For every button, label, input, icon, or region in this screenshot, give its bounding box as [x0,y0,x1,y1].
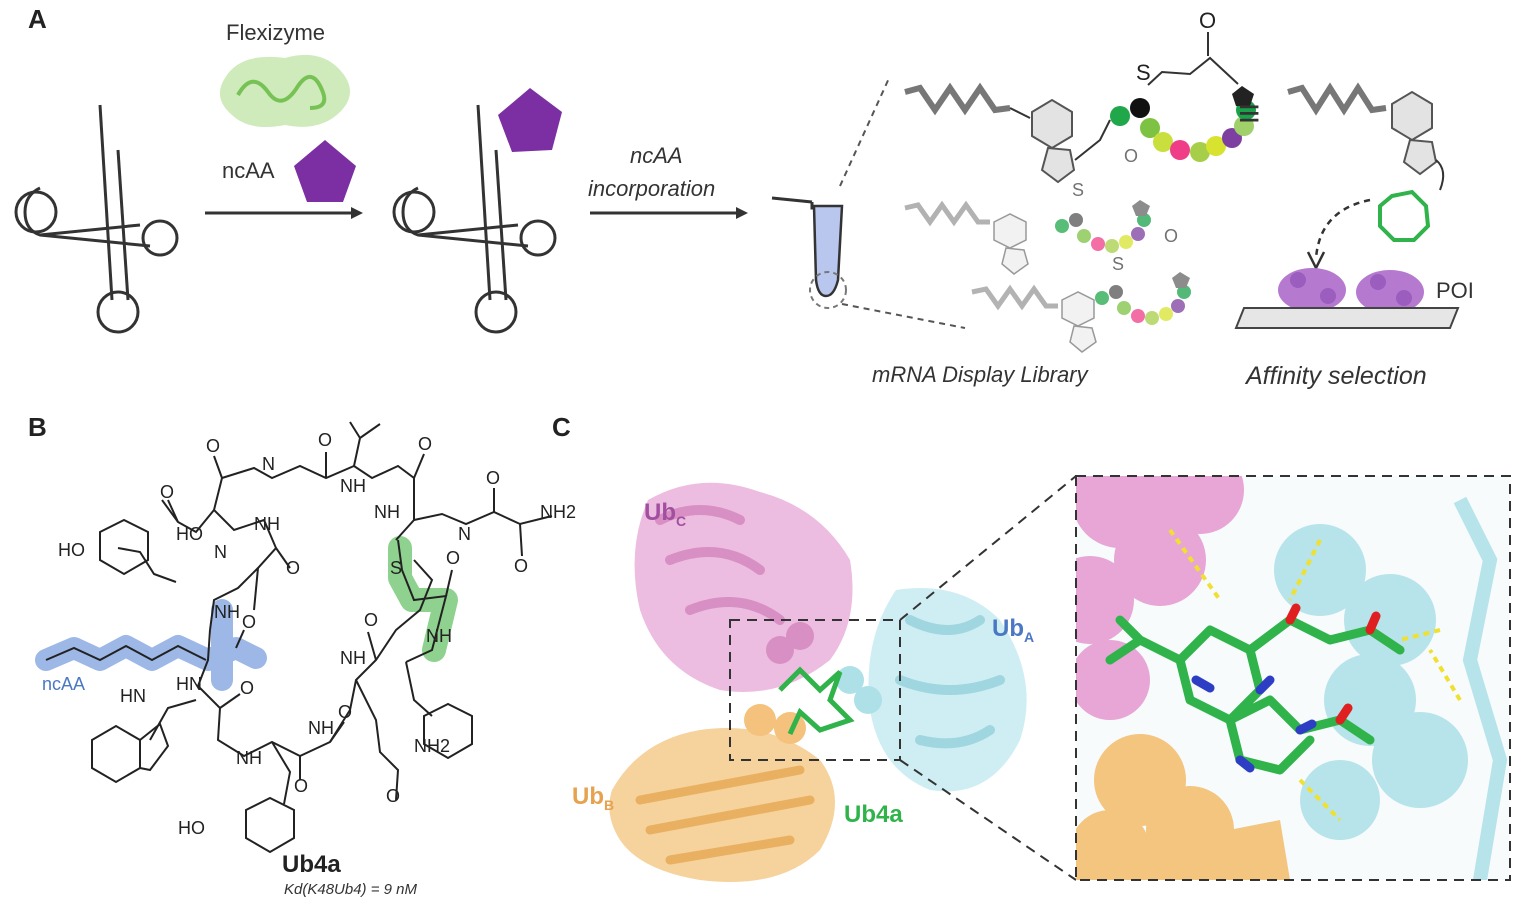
zoom-connector-bottom [899,759,1077,881]
svg-text:NH: NH [426,626,452,646]
svg-text:O: O [286,558,300,578]
svg-text:HO: HO [178,818,205,838]
svg-text:N: N [458,524,471,544]
zoom-connector-top [899,475,1077,621]
ncaa-tag: ncAA [42,674,85,694]
library-construct-main: S O [904,8,1256,184]
svg-text:O: O [386,786,400,806]
svg-text:HN: HN [120,686,146,706]
svg-text:HO: HO [58,540,85,560]
svg-text:NH2: NH2 [540,502,576,522]
svg-text:NH: NH [340,476,366,496]
ub-a-label: UbA [992,615,1034,645]
reaction-tube-icon [771,196,847,309]
ncaa-pentagon-icon [294,140,356,202]
trna-icon [14,104,179,334]
library-construct-3: S O [971,226,1191,353]
selection-construct [1287,82,1445,271]
svg-text:NH: NH [214,602,240,622]
ub4a-structure [45,421,553,854]
panel-b-letter: B [28,412,47,442]
svg-text:O: O [242,612,256,632]
flexizyme-label: Flexizyme [226,20,325,45]
panel-a-letter: A [28,4,47,34]
svg-text:O: O [294,776,308,796]
panel-c-letter: C [552,412,571,442]
step-label-line1: ncAA [630,143,683,168]
compound-name: Ub4a [282,851,341,878]
kd-value: Kd(K48Ub4) = 9 nM [284,881,417,898]
flexizyme-icon [219,54,350,128]
zoom-line-top [839,75,891,187]
ub-b-label: UbB [572,783,614,813]
selection-label: Affinity selection [1244,362,1427,390]
sulfur-label-3: S [1112,254,1124,274]
ub4a-atom-labels: O N O NH O NH O N NH2 O HO O NH O N HO N… [58,430,576,838]
ub-c-label: UbC [644,499,686,529]
svg-text:O: O [206,436,220,456]
ligand-overview [778,666,855,736]
library-label: mRNA Display Library [872,362,1090,387]
library-construct-2: S O [904,146,1151,275]
svg-text:O: O [514,556,528,576]
oxygen-label-3: O [1164,226,1178,246]
poi-label: POI [1436,278,1474,303]
svg-text:O: O [486,468,500,488]
oxygen-label: O [1199,8,1216,33]
ncaa-label: ncAA [222,158,275,183]
cys-highlight [388,536,458,662]
svg-text:NH: NH [374,502,400,522]
surface-plate [1234,307,1460,329]
svg-text:S: S [390,558,402,578]
sulfur-label: S [1136,60,1151,85]
svg-text:HO: HO [176,524,203,544]
svg-text:O: O [338,702,352,722]
svg-text:O: O [240,678,254,698]
svg-text:O: O [364,610,378,630]
binding-site-zoom [1075,475,1511,881]
svg-text:O: O [418,434,432,454]
equivalent-symbol: ≡ [1238,93,1260,135]
svg-text:N: N [214,542,227,562]
sulfur-label-2: S [1072,180,1084,200]
poi-protein-icon [1278,268,1424,314]
step-label-line2: incorporation [588,176,715,201]
svg-text:HN: HN [176,674,202,694]
ligand-sticks [1105,615,1405,775]
zoom-line-bottom [841,303,966,329]
attached-ncaa-icon [498,88,562,152]
oxygen-label-2: O [1124,146,1138,166]
svg-text:O: O [160,482,174,502]
charged-trna-icon [392,104,557,334]
ligand-label: Ub4a [844,801,903,828]
svg-text:NH: NH [308,718,334,738]
svg-text:NH: NH [340,648,366,668]
svg-text:NH2: NH2 [414,736,450,756]
svg-text:NH: NH [236,748,262,768]
ub-complex-overview [609,482,1027,882]
svg-text:O: O [446,548,460,568]
svg-text:NH: NH [254,514,280,534]
svg-text:N: N [262,454,275,474]
cyclooctyne-icon [1378,189,1431,242]
svg-text:O: O [318,430,332,450]
